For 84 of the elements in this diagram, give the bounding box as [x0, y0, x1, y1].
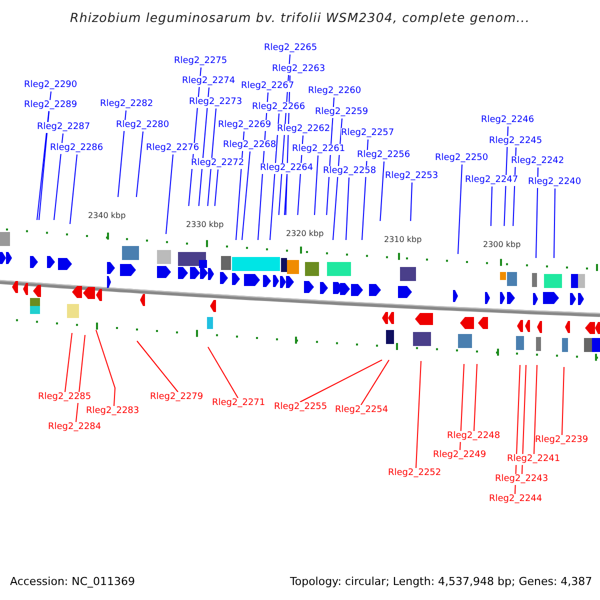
gene-label: Rleg2_2257	[341, 128, 394, 139]
leader-line	[70, 154, 78, 224]
leader-line	[136, 131, 144, 198]
gene-label: Rleg2_2275	[174, 56, 228, 67]
gene-label: Rleg2_2243	[495, 474, 548, 485]
gene-label: Rleg2_2273	[189, 97, 242, 108]
gene-label: Rleg2_2240	[528, 177, 582, 188]
footer-text: Accession: NC_011369	[10, 575, 136, 588]
leader-line	[64, 332, 72, 392]
gene-label: Rleg2_2287	[37, 122, 90, 133]
leader-line	[380, 161, 384, 222]
gene-label: Rleg2_2282	[100, 99, 154, 110]
leader-line	[458, 164, 462, 254]
leader-line	[490, 186, 492, 226]
gene-label: Rleg2_2241	[507, 454, 560, 465]
gene-label: Rleg2_2266	[252, 102, 306, 113]
leader-line	[314, 155, 318, 216]
gene-label: Rleg2_2264	[260, 163, 314, 174]
gene-label: Rleg2_2274	[182, 76, 236, 87]
leader-line	[534, 364, 538, 454]
gene-label: Rleg2_2285	[38, 392, 92, 403]
leader-line	[136, 340, 178, 392]
scale-label: 2300 kbp	[483, 240, 521, 249]
gene-label: Rleg2_2246	[481, 115, 534, 126]
gene-label: Rleg2_2268	[223, 140, 276, 151]
leader-line	[76, 334, 86, 422]
leader-line	[214, 169, 218, 206]
leader-line	[536, 167, 538, 258]
gene-label: Rleg2_2245	[489, 136, 542, 147]
leader-line	[474, 364, 478, 432]
gene-label: Rleg2_2263	[272, 64, 326, 75]
gene-label: Rleg2_2262	[277, 124, 330, 135]
gene-label: Rleg2_2261	[292, 144, 346, 155]
gene-label: Rleg2_2250	[435, 153, 488, 164]
gene-label: Rleg2_2248	[447, 431, 500, 442]
gene-label: Rleg2_2283	[86, 406, 140, 417]
leader-line	[300, 360, 382, 402]
scale-label: 2320 kbp	[286, 229, 324, 238]
leader-line	[460, 364, 464, 450]
gene-label: Rleg2_2260	[308, 86, 362, 97]
gene-label: Rleg2_2289	[24, 100, 78, 111]
leader-line	[38, 111, 50, 220]
gene-label: Rleg2_2247	[465, 175, 518, 186]
scale-label: 2340 kbp	[88, 211, 126, 220]
gene-label: Rleg2_2259	[315, 107, 368, 118]
leader-line	[410, 182, 412, 222]
chart-title: Rhizobium leguminosarum bv. trifolii WSM2304, complete genom...	[69, 10, 531, 25]
gene-label: Rleg2_2244	[489, 494, 542, 505]
scale-label: 2310 kbp	[384, 235, 422, 244]
gene-label: Rleg2_2272	[191, 158, 244, 169]
leader-line	[118, 110, 126, 198]
leader-line	[166, 154, 174, 234]
leader-line	[54, 133, 64, 220]
gene-label: Rleg2_2271	[212, 398, 266, 409]
leader-line	[242, 151, 250, 240]
gene-label: Rleg2_2276	[146, 143, 200, 154]
gene-label: Rleg2_2253	[385, 171, 438, 182]
leader-line	[562, 366, 564, 436]
footer-text: Topology: circular; Length: 4,537,948 bp; Genes: 4,387	[290, 575, 592, 588]
gene-label: Rleg2_2255	[274, 402, 328, 413]
gene-label: Rleg2_2280	[116, 120, 170, 131]
leader-line	[416, 360, 422, 468]
leader-line	[522, 364, 526, 474]
leader-line	[360, 360, 390, 406]
leader-line	[207, 108, 216, 206]
leader-line	[208, 346, 238, 398]
gene-label: Rleg2_2267	[241, 81, 294, 92]
gene-label: Rleg2_2290	[24, 80, 78, 91]
scale-label: 2330 kbp	[186, 220, 224, 229]
gene-label: Rleg2_2269	[218, 120, 272, 131]
gene-label: Rleg2_2258	[323, 166, 376, 177]
gene-label: Rleg2_2242	[511, 156, 564, 167]
leader-line	[346, 177, 350, 240]
gene-label: Rleg2_2252	[388, 468, 442, 479]
gene-label: Rleg2_2249	[433, 450, 486, 461]
leader-line	[554, 188, 556, 258]
gene-label: Rleg2_2256	[357, 150, 410, 161]
gene-label: Rleg2_2254	[335, 405, 388, 416]
leader-line	[96, 330, 116, 406]
gene-label: Rleg2_2286	[50, 143, 104, 154]
gene-label: Rleg2_2284	[48, 422, 102, 433]
gene-label: Rleg2_2265	[264, 43, 318, 54]
gene-label: Rleg2_2239	[535, 435, 588, 446]
gene-label: Rleg2_2279	[150, 392, 204, 403]
